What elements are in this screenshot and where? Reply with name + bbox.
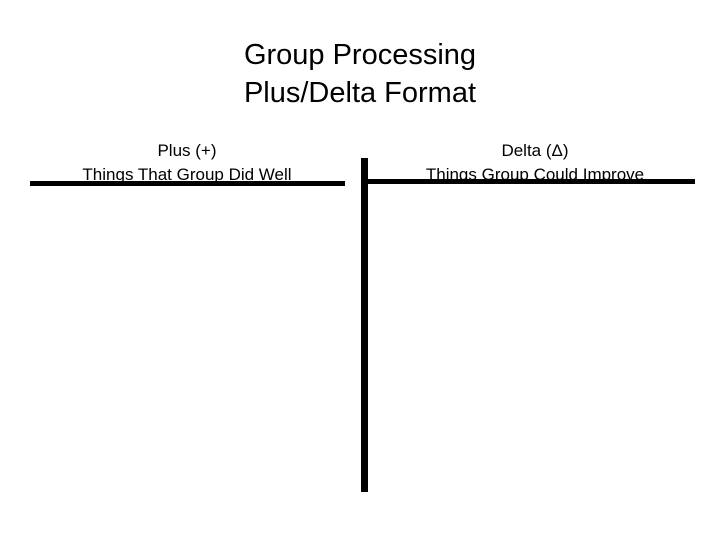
column-divider-line [361, 158, 368, 492]
plus-column-rule [30, 181, 345, 186]
title-line-2: Plus/Delta Format [243, 77, 477, 109]
slide-title: Group Processing Plus/Delta Format [0, 36, 720, 112]
title-line-1: Group Processing [243, 39, 477, 71]
plus-column-header: Plus (+) Things That Group Did Well [28, 139, 346, 187]
delta-heading: Delta (Δ) [501, 141, 569, 160]
plus-heading: Plus (+) [157, 141, 217, 160]
plus-subheading: Things That Group Did Well [82, 165, 292, 184]
delta-column-rule [368, 179, 695, 184]
